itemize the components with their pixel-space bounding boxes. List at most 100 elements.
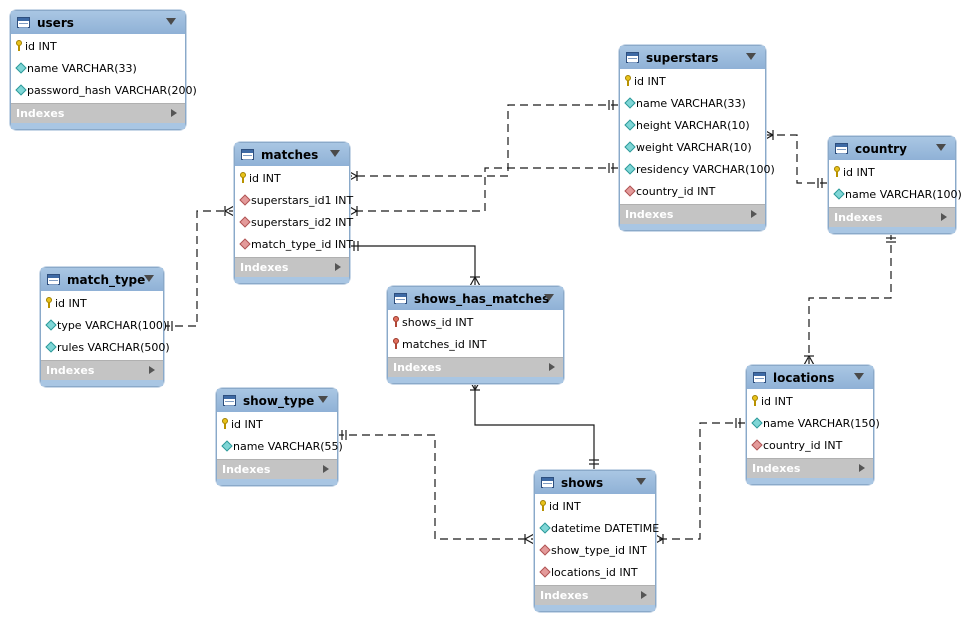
relationship-line[interactable] [348,245,476,286]
column-row[interactable]: type VARCHAR(100) [41,314,167,336]
table-header[interactable]: locations [747,366,873,389]
column-row[interactable]: country_id INT [747,434,873,456]
expand-arrow-icon[interactable] [323,465,329,473]
expand-arrow-icon[interactable] [751,210,757,218]
indexes-section[interactable]: Indexes [11,103,185,123]
column-row[interactable]: rules VARCHAR(500) [41,336,170,358]
column-row[interactable]: matches_id INT [388,333,563,355]
primary-key-icon [16,40,22,52]
column-row[interactable]: id INT [11,35,185,57]
indexes-section[interactable]: Indexes [235,257,349,277]
column-row[interactable]: name VARCHAR(33) [11,57,185,79]
indexes-section[interactable]: Indexes [388,357,563,377]
foreign-key-diamond-icon [239,194,251,206]
table-header[interactable]: users [11,11,185,34]
column-row[interactable]: id INT [235,167,349,189]
table-header[interactable]: shows [535,471,655,494]
expand-arrow-icon[interactable] [641,591,647,599]
relationship-line[interactable] [764,134,828,184]
relationship-line[interactable] [162,210,234,327]
indexes-section[interactable]: Indexes [747,458,873,478]
column-row[interactable]: shows_id INT [388,311,563,333]
indexes-section[interactable]: Indexes [41,360,163,380]
indexes-section[interactable]: Indexes [620,204,765,224]
attribute-diamond-icon [45,319,57,331]
column-row[interactable]: show_type_id INT [535,539,655,561]
column-row[interactable]: id INT [41,292,163,314]
collapse-chevron-icon[interactable] [144,275,154,282]
indexes-section[interactable]: Indexes [829,207,955,227]
column-row[interactable]: residency VARCHAR(100) [620,158,775,180]
column-row[interactable]: id INT [535,495,655,517]
column-row[interactable]: country_id INT [620,180,765,202]
column-row[interactable]: match_type_id INT [235,233,353,255]
collapse-chevron-icon[interactable] [854,373,864,380]
relationship-line[interactable] [808,232,892,365]
column-label: locations_id INT [551,565,638,579]
column-row[interactable]: superstars_id2 INT [235,211,353,233]
expand-arrow-icon[interactable] [549,363,555,371]
indexes-label: Indexes [393,361,442,374]
table-header[interactable]: matches [235,143,349,166]
table-header[interactable]: country [829,137,955,160]
expand-arrow-icon[interactable] [859,464,865,472]
primary-key-icon [625,75,631,87]
attribute-diamond-icon [15,62,27,74]
relationship-line[interactable] [654,422,746,540]
attribute-diamond-icon [751,417,763,429]
collapse-chevron-icon[interactable] [636,478,646,485]
expand-arrow-icon[interactable] [335,263,341,271]
column-row[interactable]: weight VARCHAR(10) [620,136,765,158]
column-label: country_id INT [763,438,843,452]
column-row[interactable]: id INT [620,70,765,92]
relationship-line[interactable] [336,434,534,540]
collapse-chevron-icon[interactable] [544,294,554,301]
column-row[interactable]: name VARCHAR(150) [747,412,880,434]
column-row[interactable]: name VARCHAR(100) [829,183,962,205]
table-header[interactable]: shows_has_matches [388,287,563,310]
column-row[interactable]: id INT [217,413,337,435]
column-row[interactable]: superstars_id1 INT [235,189,353,211]
one-bar-marker [353,241,359,251]
column-row[interactable]: id INT [747,390,873,412]
attribute-diamond-icon [624,141,636,153]
relationship-line[interactable] [348,167,619,212]
column-label: country_id INT [636,184,716,198]
table-header[interactable]: show_type [217,389,337,412]
indexes-section[interactable]: Indexes [217,459,337,479]
relationship-line[interactable] [474,381,595,470]
foreign-key-diamond-icon [624,185,636,197]
column-row[interactable]: locations_id INT [535,561,655,583]
one-bar-marker [341,430,347,440]
column-row[interactable]: id INT [829,161,955,183]
crowfoot-many-marker [803,355,815,366]
collapse-chevron-icon[interactable] [746,53,756,60]
collapse-chevron-icon[interactable] [330,150,340,157]
collapse-chevron-icon[interactable] [936,144,946,151]
expand-arrow-icon[interactable] [149,366,155,374]
indexes-section[interactable]: Indexes [535,585,655,605]
column-row[interactable]: password_hash VARCHAR(200) [11,79,197,101]
column-row[interactable]: height VARCHAR(10) [620,114,765,136]
table-header[interactable]: match_type [41,268,163,291]
column-row[interactable]: name VARCHAR(55) [217,435,343,457]
column-row[interactable]: name VARCHAR(33) [620,92,765,114]
expand-arrow-icon[interactable] [941,213,947,221]
collapse-chevron-icon[interactable] [166,18,176,25]
relationship-line[interactable] [348,104,619,177]
collapse-chevron-icon[interactable] [318,396,328,403]
indexes-label: Indexes [240,261,289,274]
attribute-diamond-icon [624,119,636,131]
column-row[interactable]: datetime DATETIME [535,517,659,539]
expand-arrow-icon[interactable] [171,109,177,117]
table-header[interactable]: superstars [620,46,765,69]
